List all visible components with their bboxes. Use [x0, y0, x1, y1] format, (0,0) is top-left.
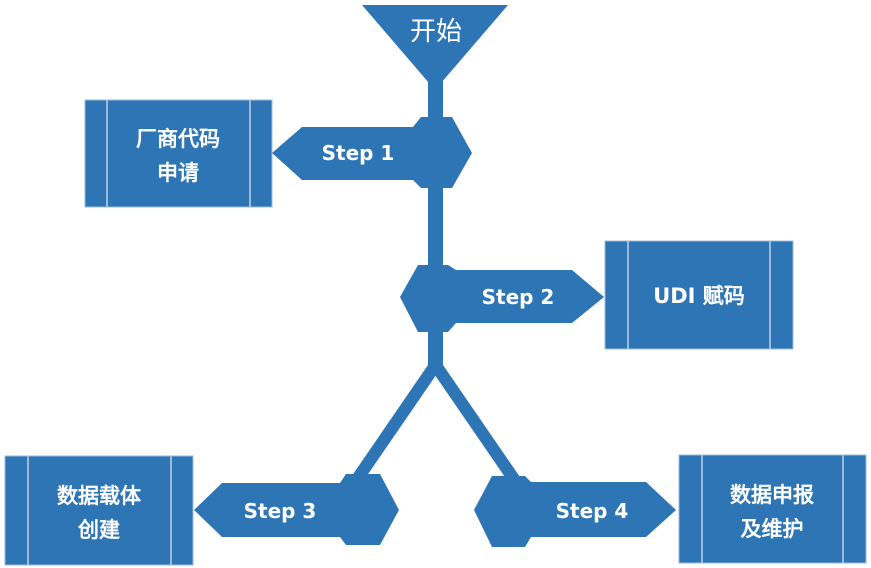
step-2-node: Step 2 UDI 赋码 — [400, 240, 794, 350]
step-2-arrow — [400, 265, 604, 332]
step-4-arrow — [474, 476, 676, 547]
branch-left — [349, 365, 443, 480]
step-4-box-line-2: 及维护 — [741, 517, 804, 541]
step-3-arrow — [194, 474, 399, 545]
step-2-box — [604, 240, 794, 350]
step-3-box-line-1: 数据载体 — [57, 484, 142, 508]
step-3-box — [4, 455, 194, 566]
step-1-box-line-2: 申请 — [157, 161, 199, 185]
step-2-label: Step 2 — [482, 285, 555, 309]
start-node: 开始 — [362, 5, 508, 90]
step-3-node: Step 3 数据载体 创建 — [4, 455, 399, 566]
step-3-box-line-2: 创建 — [77, 518, 120, 542]
step-4-node: Step 4 数据申报 及维护 — [474, 454, 867, 564]
step-1-node: Step 1 厂商代码 申请 — [84, 99, 472, 208]
step-4-box — [678, 454, 867, 564]
step-3-label: Step 3 — [244, 499, 317, 523]
step-4-label: Step 4 — [556, 499, 629, 523]
start-funnel — [362, 5, 508, 90]
step-2-box-line-1: UDI 赋码 — [653, 284, 745, 308]
step-4-box-line-1: 数据申报 — [730, 483, 814, 507]
start-label: 开始 — [410, 17, 462, 47]
step-1-label: Step 1 — [322, 141, 395, 165]
branch-right — [428, 365, 522, 480]
step-1-box-line-1: 厂商代码 — [136, 127, 220, 151]
step-1-box — [84, 99, 273, 208]
step-1-arrow — [272, 117, 472, 188]
